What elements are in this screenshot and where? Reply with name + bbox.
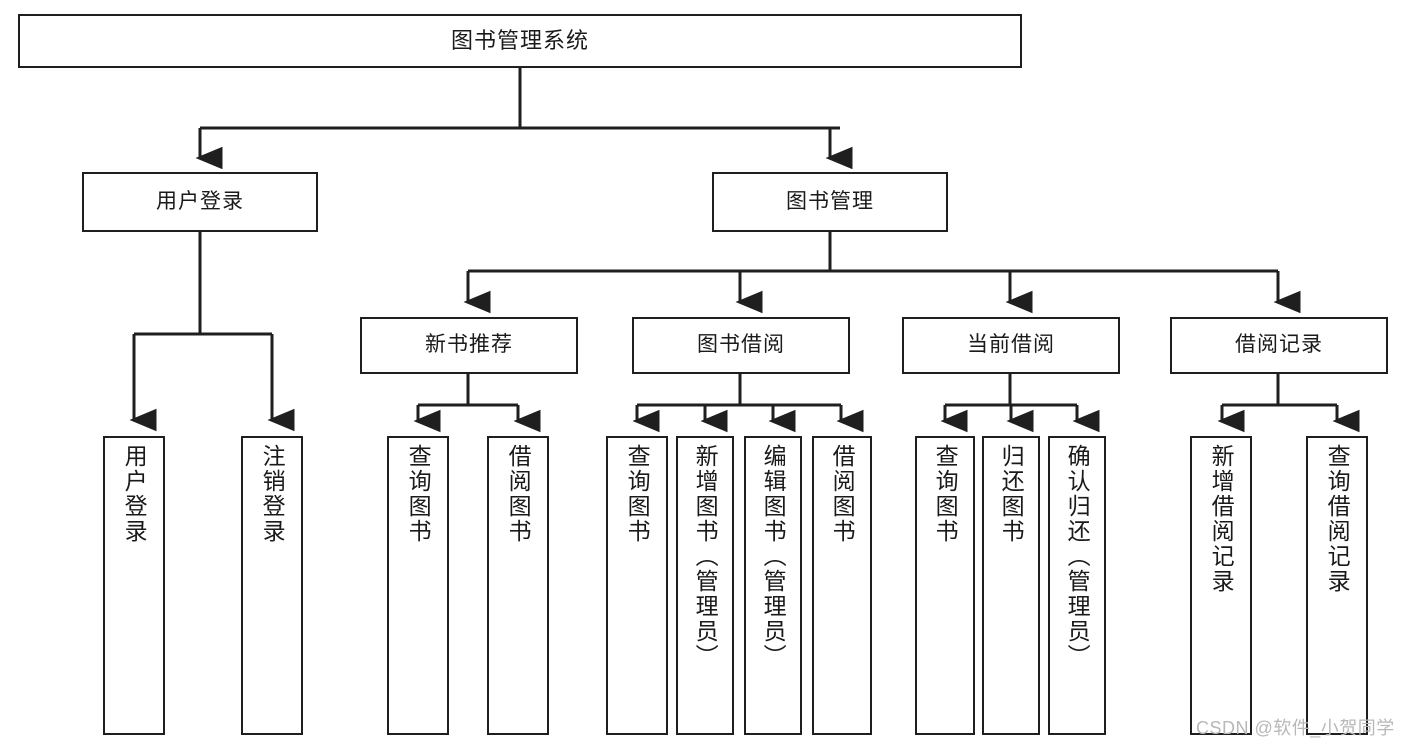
leaf-edit-book-admin[interactable]: 编辑图书（管理员） — [744, 436, 802, 735]
leaf-query-borrow-record[interactable]: 查询借阅记录 — [1306, 436, 1368, 735]
leaf-edit-book-admin-label: 编辑图书（管理员） — [760, 444, 787, 669]
leaf-user-login[interactable]: 用户登录 — [103, 436, 165, 735]
leaf-add-book-admin[interactable]: 新增图书（管理员） — [676, 436, 734, 735]
csdn-watermark: CSDN @软件_小贺同学 — [1196, 718, 1395, 738]
node-new-book-recommend-label: 新书推荐 — [425, 333, 513, 357]
leaf-query-books-nb[interactable]: 查询图书 — [387, 436, 449, 735]
leaf-add-book-admin-label: 新增图书（管理员） — [692, 444, 719, 669]
node-book-management[interactable]: 图书管理 — [712, 172, 948, 232]
leaf-query-books-nb-label: 查询图书 — [405, 444, 432, 544]
node-new-book-recommend[interactable]: 新书推荐 — [360, 317, 578, 374]
leaf-add-borrow-record[interactable]: 新增借阅记录 — [1190, 436, 1252, 735]
node-current-borrow[interactable]: 当前借阅 — [902, 317, 1120, 374]
leaf-logout-label: 注销登录 — [259, 444, 286, 544]
leaf-user-login-label: 用户登录 — [121, 444, 148, 544]
leaf-query-books-cu-label: 查询图书 — [932, 444, 959, 544]
leaf-query-books-cu[interactable]: 查询图书 — [915, 436, 975, 735]
node-book-management-label: 图书管理 — [786, 189, 874, 213]
leaf-borrow-books-nb[interactable]: 借阅图书 — [487, 436, 549, 735]
leaf-logout[interactable]: 注销登录 — [241, 436, 303, 735]
leaf-borrow-books-bo[interactable]: 借阅图书 — [812, 436, 872, 735]
node-borrow-records[interactable]: 借阅记录 — [1170, 317, 1388, 374]
leaf-query-books-bo[interactable]: 查询图书 — [606, 436, 668, 735]
node-current-borrow-label: 当前借阅 — [967, 333, 1055, 357]
leaf-borrow-books-nb-label: 借阅图书 — [505, 444, 532, 544]
node-user-login[interactable]: 用户登录 — [82, 172, 318, 232]
leaf-borrow-books-bo-label: 借阅图书 — [829, 444, 856, 544]
leaf-return-books-label: 归还图书 — [998, 444, 1025, 544]
leaf-query-borrow-record-label: 查询借阅记录 — [1324, 444, 1351, 594]
node-borrow-records-label: 借阅记录 — [1235, 333, 1323, 357]
leaf-return-books[interactable]: 归还图书 — [982, 436, 1040, 735]
node-user-login-label: 用户登录 — [156, 189, 244, 213]
node-root-label: 图书管理系统 — [450, 28, 589, 54]
leaf-add-borrow-record-label: 新增借阅记录 — [1208, 444, 1235, 594]
leaf-confirm-return-admin-label: 确认归还（管理员） — [1064, 444, 1091, 669]
leaf-query-books-bo-label: 查询图书 — [624, 444, 651, 544]
node-book-borrow[interactable]: 图书借阅 — [632, 317, 850, 374]
leaf-confirm-return-admin[interactable]: 确认归还（管理员） — [1048, 436, 1106, 735]
node-book-borrow-label: 图书借阅 — [697, 333, 785, 357]
node-root[interactable]: 图书管理系统 — [18, 14, 1022, 68]
